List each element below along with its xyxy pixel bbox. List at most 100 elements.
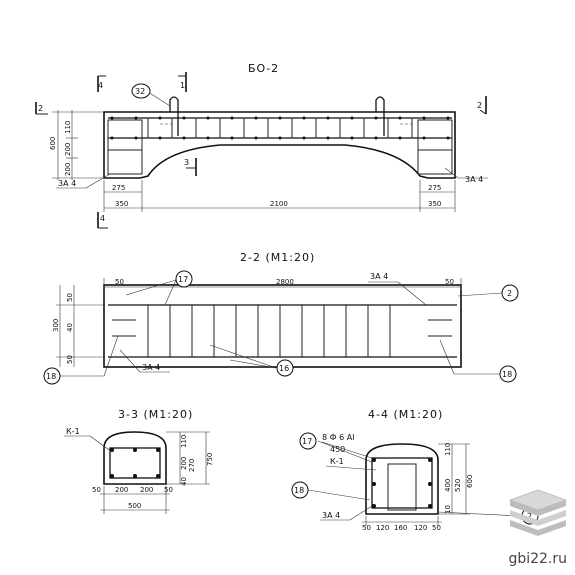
- svg-text:160: 160: [394, 524, 407, 532]
- svg-text:17: 17: [178, 275, 188, 284]
- callout-18-section44: 18: [291, 481, 371, 501]
- svg-text:110: 110: [64, 121, 72, 134]
- svg-text:600: 600: [466, 475, 474, 488]
- rebar-dot: [134, 136, 138, 140]
- elevation-bottom-dims: 275 275 350 2100 350: [103, 180, 456, 212]
- rebar-dot: [350, 116, 354, 120]
- label-k1-section33: К-1: [64, 427, 113, 453]
- svg-text:120: 120: [376, 524, 389, 532]
- label-3a4-right: 3А 4: [444, 167, 488, 184]
- svg-text:50: 50: [92, 486, 101, 494]
- svg-text:500: 500: [128, 502, 141, 510]
- callout-18-left-section22: 18: [43, 335, 119, 385]
- svg-text:40: 40: [66, 323, 74, 332]
- cut-mark-2-left: 2: [35, 102, 48, 115]
- svg-text:50: 50: [115, 278, 124, 286]
- rebar-dot: [134, 116, 138, 120]
- svg-text:2: 2: [527, 512, 532, 521]
- svg-text:4: 4: [100, 214, 105, 223]
- svg-text:40: 40: [180, 477, 188, 486]
- rebar-dot: [446, 116, 450, 120]
- svg-text:10: 10: [444, 505, 452, 514]
- rebar-dot: [422, 136, 426, 140]
- svg-text:200: 200: [180, 457, 188, 470]
- watermark: gbi22.ru: [508, 551, 567, 567]
- rebar-dot: [206, 116, 210, 120]
- section44-body: [365, 443, 439, 515]
- rebar-dot: [398, 136, 402, 140]
- svg-text:3А 4: 3А 4: [370, 272, 388, 281]
- svg-text:275: 275: [112, 184, 125, 192]
- svg-text:300: 300: [52, 319, 60, 332]
- section44-right-dims: 110 400 520 600 10: [438, 443, 474, 515]
- rebar-dot: [350, 136, 354, 140]
- cut-mark-2-right: 2: [477, 96, 487, 115]
- section33-title: 3-3 (М1:20): [118, 408, 193, 421]
- section33-right-dims: 110 200 270 40 750: [166, 431, 214, 486]
- label-3a4-left: 3А 4: [56, 173, 111, 189]
- rebar-dot: [422, 116, 426, 120]
- svg-text:1: 1: [180, 81, 185, 90]
- svg-text:275: 275: [428, 184, 441, 192]
- svg-text:К-1: К-1: [66, 427, 80, 436]
- svg-text:200: 200: [64, 163, 72, 176]
- rebar-dot: [158, 136, 162, 140]
- section22-beam: [103, 284, 462, 368]
- rebar-dot: [374, 116, 378, 120]
- section44-labels: 8 Ф 6 АI 450 К-1: [321, 433, 377, 471]
- rebar-dot: [110, 136, 114, 140]
- svg-text:16: 16: [279, 364, 289, 373]
- svg-text:520: 520: [454, 479, 462, 492]
- svg-text:2: 2: [477, 101, 482, 110]
- svg-text:50: 50: [66, 355, 74, 364]
- rebar-dot: [110, 116, 114, 120]
- label-3a4-top-section22: 3А 4: [368, 272, 427, 306]
- svg-text:450: 450: [330, 445, 345, 454]
- svg-text:50: 50: [66, 293, 74, 302]
- rebar-dot: [278, 116, 282, 120]
- label-3a4-section44: 3А 4: [320, 505, 373, 521]
- cut-mark-4-top: 4: [97, 75, 106, 92]
- rebar-dot: [374, 136, 378, 140]
- cut-mark-4-bottom: 4: [97, 212, 108, 229]
- rebar-dot: [158, 116, 162, 120]
- svg-text:18: 18: [46, 372, 56, 381]
- label-3a4-bottom-section22: 3А 4: [119, 349, 170, 373]
- callout-17-section44: 17: [299, 432, 373, 463]
- cut-mark-1: 1: [178, 72, 187, 92]
- callout-2-section22: 2: [457, 284, 519, 302]
- rebar-dot: [182, 116, 186, 120]
- section22-left-dims: 50 300 40 50: [52, 285, 104, 367]
- svg-text:50: 50: [362, 524, 371, 532]
- svg-text:2: 2: [507, 289, 512, 298]
- rebar-dot: [326, 136, 330, 140]
- callout-18-right-section22: 18: [439, 339, 517, 383]
- elevation-beam: [103, 96, 456, 179]
- rebar-dot: [302, 116, 306, 120]
- elevation-left-dims: 600 200 200 110: [49, 110, 104, 180]
- rebar-dot: [326, 116, 330, 120]
- svg-text:110: 110: [444, 443, 452, 456]
- section44-bottom-dims: 50 120 160 120 50: [362, 516, 442, 532]
- svg-text:350: 350: [115, 200, 128, 208]
- section33-bottom-dims: 50 200 200 50 500: [92, 486, 173, 514]
- svg-text:3А 4: 3А 4: [322, 511, 340, 520]
- section44-title: 4-4 (М1:20): [368, 408, 443, 421]
- rebar-dot: [302, 136, 306, 140]
- svg-text:110: 110: [180, 435, 188, 448]
- rebar-dot: [182, 136, 186, 140]
- section22-top-dims: 50 2800 50: [103, 278, 462, 290]
- svg-text:400: 400: [444, 479, 452, 492]
- svg-text:350: 350: [428, 200, 441, 208]
- rebar-dot: [446, 136, 450, 140]
- svg-text:2800: 2800: [276, 278, 294, 286]
- callout-17-section22: 17: [125, 270, 193, 306]
- section22-title: 2-2 (М1:20): [240, 251, 315, 264]
- svg-text:3А 4: 3А 4: [58, 179, 76, 188]
- svg-text:750: 750: [206, 453, 214, 466]
- svg-text:3А 4: 3А 4: [142, 363, 160, 372]
- svg-text:2: 2: [38, 104, 43, 113]
- svg-text:32: 32: [135, 87, 145, 96]
- rebar-dot: [230, 116, 234, 120]
